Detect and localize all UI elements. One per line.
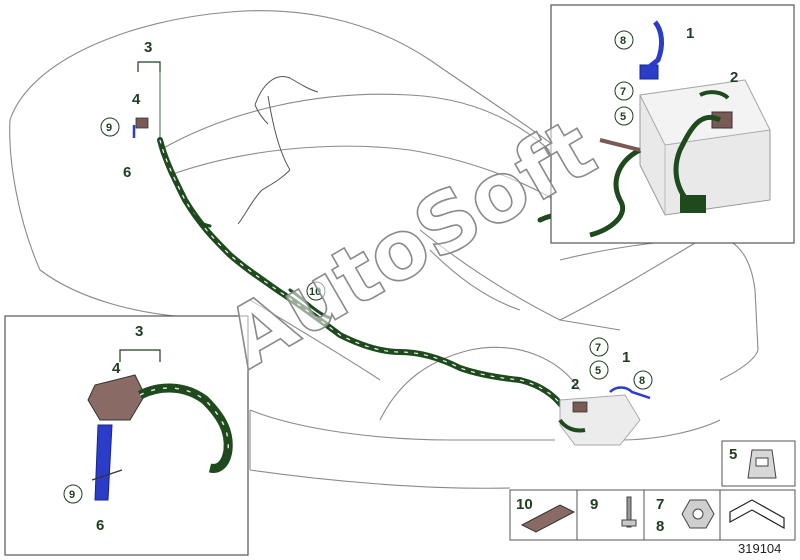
inset-callout-5: 5 xyxy=(620,111,626,123)
inset-battery: 8 1 2 7 5 xyxy=(550,4,795,244)
callout-3: 3 xyxy=(144,39,152,56)
callout-9: 9 xyxy=(106,122,112,134)
inset-front-callout-9: 9 xyxy=(69,489,75,501)
inset-front-callout-3: 3 xyxy=(135,323,143,340)
parts-panel: 5 10 9 7 8 319104 xyxy=(509,440,796,556)
inset-callout-8: 8 xyxy=(620,35,626,47)
inset-callout-1: 1 xyxy=(686,25,694,42)
front-terminal xyxy=(132,117,149,138)
watermark: AutoSoft xyxy=(211,101,612,387)
callout-8b: 8 xyxy=(639,375,645,387)
interior-wiring xyxy=(237,76,319,225)
callout-6: 6 xyxy=(123,164,131,181)
callout-1b: 1 xyxy=(622,349,630,366)
callout-5b: 5 xyxy=(595,365,601,377)
callout-10: 10 xyxy=(309,286,321,298)
inset-front: 3 4 9 6 xyxy=(4,315,249,556)
main-callouts: 3 4 9 6 10 7 5 2 1 8 xyxy=(100,39,653,393)
callout-7b: 7 xyxy=(595,342,601,354)
part-8-label: 8 xyxy=(656,518,664,535)
part-10-label: 10 xyxy=(516,496,533,513)
rear-battery xyxy=(558,386,651,446)
callout-4: 4 xyxy=(132,91,141,108)
part-5-label: 5 xyxy=(729,446,737,463)
callout-2b: 2 xyxy=(571,376,579,393)
inset-callout-2: 2 xyxy=(730,69,738,86)
diagram-id: 319104 xyxy=(738,541,781,556)
part-9-label: 9 xyxy=(590,496,598,513)
car-body-outline xyxy=(9,10,759,489)
part-7-label: 7 xyxy=(656,496,664,513)
inset-front-callout-6: 6 xyxy=(96,517,104,534)
inset-callout-7: 7 xyxy=(620,86,626,98)
inset-front-callout-4: 4 xyxy=(112,360,121,377)
